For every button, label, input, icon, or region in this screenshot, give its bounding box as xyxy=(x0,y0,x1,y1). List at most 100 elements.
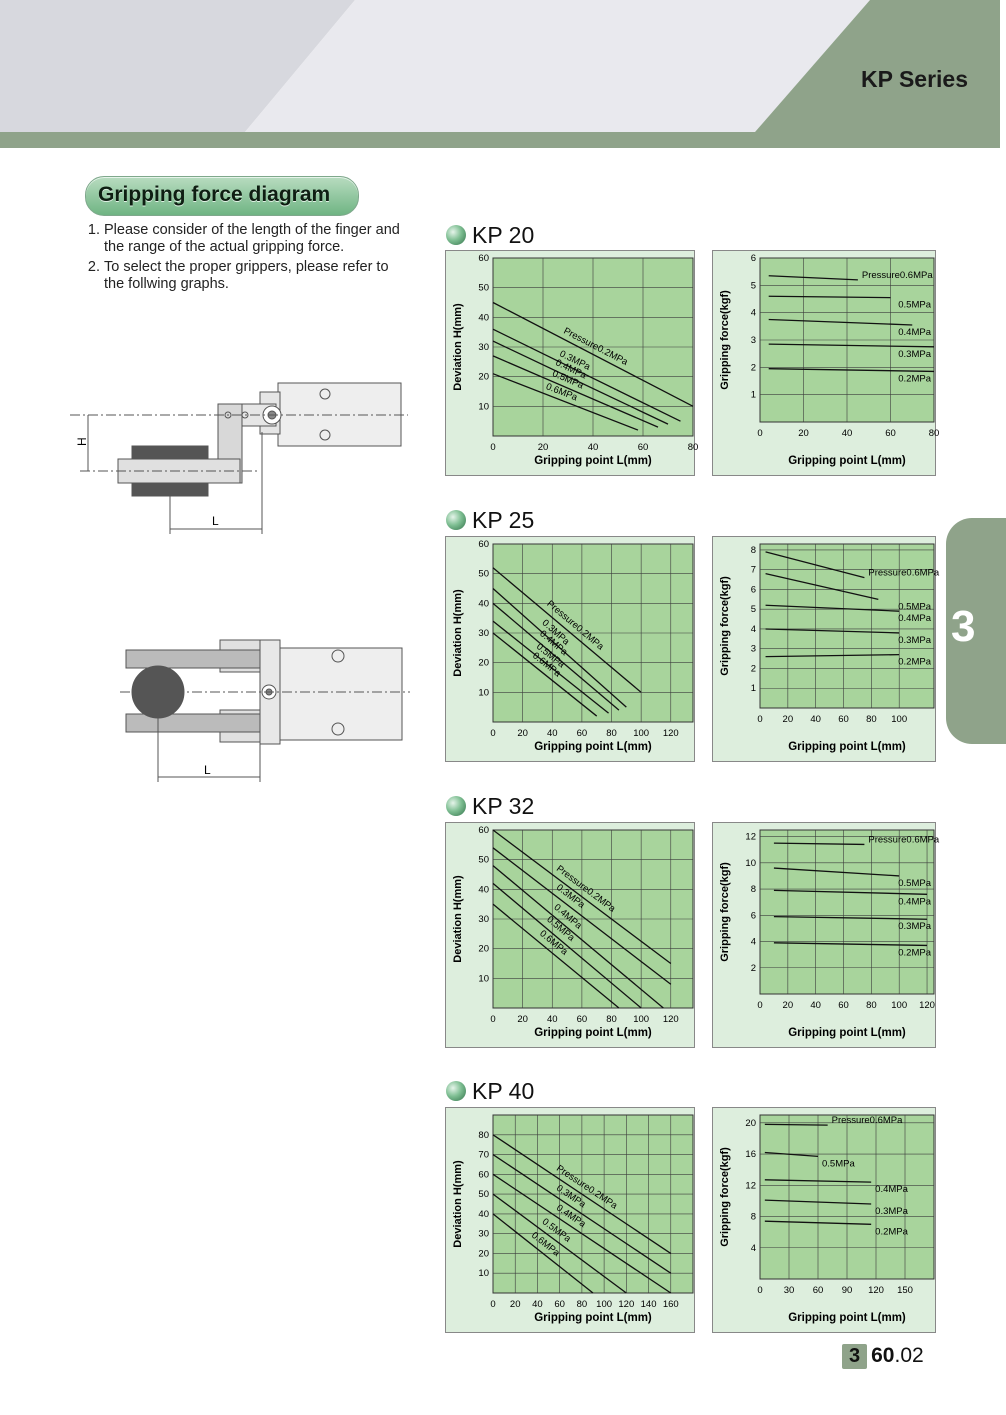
x-tick-label: 120 xyxy=(663,728,679,739)
x-tick-label: 120 xyxy=(868,1285,884,1296)
series-line xyxy=(492,301,694,407)
y-tick-label: 1 xyxy=(751,390,756,401)
series-line xyxy=(492,1193,627,1294)
page-minor: .02 xyxy=(894,1344,924,1367)
series-line xyxy=(765,551,865,579)
x-tick-label: 0 xyxy=(757,1285,762,1296)
y-tick-label: 6 xyxy=(751,253,756,264)
x-tick-label: 80 xyxy=(688,442,699,453)
series-line xyxy=(492,1154,672,1274)
series-label: 0.5MPa xyxy=(898,300,931,311)
x-tick-label: 100 xyxy=(891,714,907,725)
x-tick-label: 20 xyxy=(517,1014,528,1025)
series-line xyxy=(764,1220,872,1225)
x-tick-label: 0 xyxy=(490,728,495,739)
x-axis-label: Gripping point L(mm) xyxy=(534,455,652,467)
series-line xyxy=(768,343,935,348)
series-line xyxy=(773,915,928,920)
page-major: 60 xyxy=(871,1344,895,1367)
x-tick-label: 40 xyxy=(842,428,853,439)
y-tick-label: 5 xyxy=(751,280,756,291)
model-title-kp20: KP 20 xyxy=(446,222,534,249)
x-tick-label: 120 xyxy=(919,1000,935,1011)
y-tick-label: 2 xyxy=(751,663,756,674)
series-line xyxy=(492,567,642,693)
y-tick-label: 5 xyxy=(751,604,756,615)
series-line xyxy=(492,882,642,1009)
note-2: To select the proper grippers, please re… xyxy=(104,259,408,293)
y-tick-label: 20 xyxy=(478,944,489,955)
y-tick-label: 4 xyxy=(751,937,756,948)
series-line xyxy=(492,829,672,965)
y-axis-label: Gripping force(kgf) xyxy=(719,862,731,962)
x-tick-label: 120 xyxy=(663,1014,679,1025)
green-ball-icon xyxy=(446,510,466,530)
x-tick-label: 40 xyxy=(588,442,599,453)
x-tick-label: 20 xyxy=(538,442,549,453)
y-axis-label: Deviation H(mm) xyxy=(452,875,464,963)
y-tick-label: 7 xyxy=(751,565,756,576)
y-tick-label: 60 xyxy=(478,1169,489,1180)
green-ball-icon xyxy=(446,796,466,816)
x-tick-label: 60 xyxy=(813,1285,824,1296)
series-label: 0.3MPa xyxy=(898,921,931,932)
x-tick-label: 40 xyxy=(810,714,821,725)
series-line xyxy=(492,588,627,708)
series-label: 0.5MPa xyxy=(898,878,931,889)
series-line xyxy=(773,842,865,846)
x-tick-label: 90 xyxy=(842,1285,853,1296)
x-axis-label: Gripping point L(mm) xyxy=(534,741,652,753)
y-tick-label: 3 xyxy=(751,335,756,346)
series-label: Pressure0.6MPa xyxy=(862,270,933,281)
series-line xyxy=(492,865,664,1009)
y-tick-label: 12 xyxy=(745,832,756,843)
y-tick-label: 4 xyxy=(751,308,756,319)
y-tick-label: 8 xyxy=(751,884,756,895)
y-tick-label: 30 xyxy=(478,342,489,353)
series-line xyxy=(492,340,669,425)
x-tick-label: 100 xyxy=(633,1014,649,1025)
series-line xyxy=(764,1151,819,1158)
y-axis-label: Gripping force(kgf) xyxy=(719,1147,731,1247)
x-tick-label: 60 xyxy=(577,1014,588,1025)
y-tick-label: 2 xyxy=(751,362,756,373)
y-tick-label: 50 xyxy=(478,283,489,294)
series-line xyxy=(492,355,659,428)
x-tick-label: 20 xyxy=(510,1299,521,1310)
x-tick-label: 0 xyxy=(490,1299,495,1310)
x-tick-label: 40 xyxy=(547,1014,558,1025)
series-line xyxy=(492,1213,594,1294)
x-tick-label: 80 xyxy=(606,1014,617,1025)
x-tick-label: 20 xyxy=(798,428,809,439)
x-tick-label: 20 xyxy=(783,714,794,725)
series-label: 0.3MPa xyxy=(898,635,931,646)
x-tick-label: 100 xyxy=(891,1000,907,1011)
series-line xyxy=(768,368,935,373)
series-label: Pressure0.6MPa xyxy=(868,568,939,579)
y-tick-label: 4 xyxy=(751,624,756,635)
series-label: 0.2MPa xyxy=(875,1226,908,1237)
x-tick-label: 100 xyxy=(633,728,649,739)
series-line xyxy=(773,942,928,947)
x-tick-label: 60 xyxy=(577,728,588,739)
y-tick-label: 20 xyxy=(478,1248,489,1259)
x-tick-label: 80 xyxy=(929,428,940,439)
y-tick-label: 3 xyxy=(751,644,756,655)
series-line xyxy=(492,620,609,714)
series-line xyxy=(492,1134,672,1254)
y-tick-label: 4 xyxy=(751,1243,756,1254)
series-line xyxy=(492,903,620,1009)
series-line xyxy=(764,1123,828,1126)
x-tick-label: 80 xyxy=(866,714,877,725)
x-tick-label: 0 xyxy=(490,1014,495,1025)
x-tick-label: 0 xyxy=(757,428,762,439)
y-tick-label: 8 xyxy=(751,545,756,556)
x-axis-label: Gripping point L(mm) xyxy=(534,1027,652,1039)
section-title-pill: Gripping force diagram xyxy=(85,176,359,216)
x-tick-label: 60 xyxy=(554,1299,565,1310)
